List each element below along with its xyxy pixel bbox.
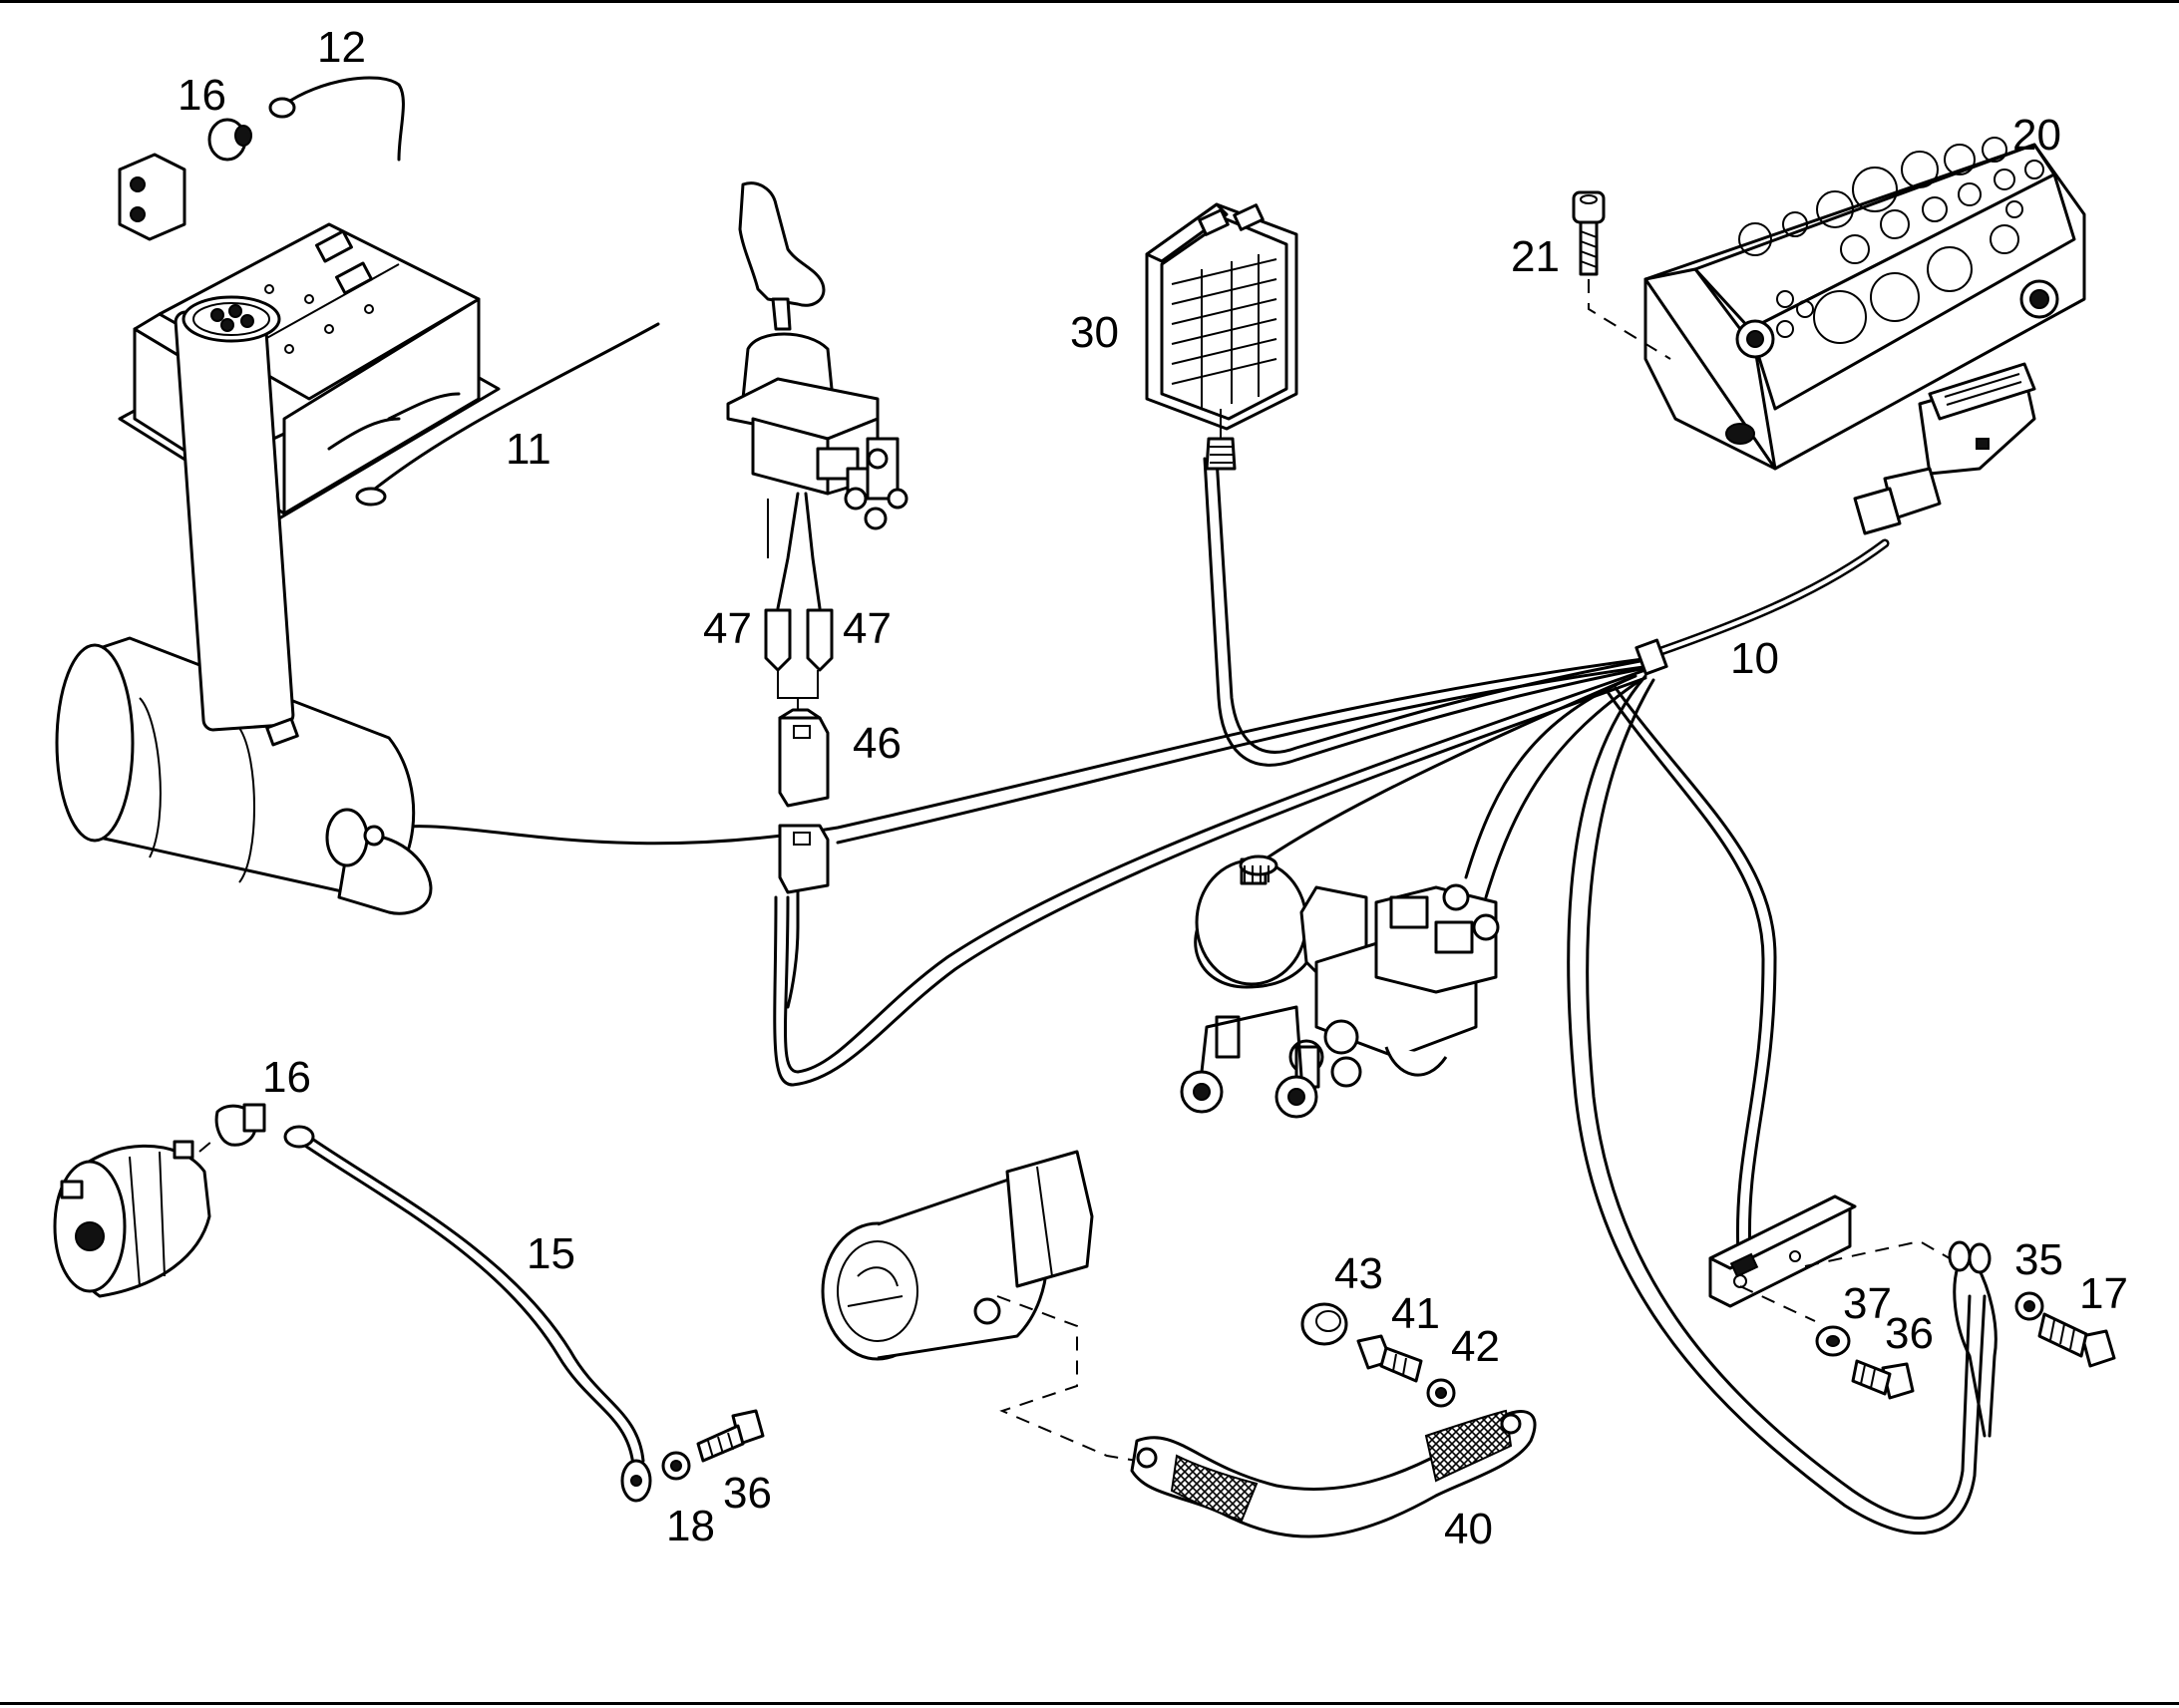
- alternator-terminal-cap: [198, 1103, 266, 1153]
- ground-bar: [1708, 1195, 1956, 1322]
- bolt-36a: [696, 1409, 765, 1463]
- callout-47: 47: [703, 604, 752, 653]
- callout-16: 16: [178, 71, 226, 120]
- bolt-41: [1356, 1334, 1423, 1383]
- flat-connector-47: [764, 608, 834, 718]
- callout-41: 41: [1391, 1289, 1440, 1338]
- starter-motor: [821, 1150, 1138, 1462]
- ground-strap-40: [1130, 1409, 1537, 1538]
- callout-40: 40: [1444, 1505, 1493, 1553]
- callout-17: 17: [2079, 1269, 2128, 1318]
- callout-37: 37: [1843, 1279, 1892, 1328]
- plug-housing-46: [778, 708, 830, 808]
- air-filter: [55, 295, 433, 915]
- callout-12: 12: [317, 23, 366, 72]
- callout-30: 30: [1070, 308, 1119, 357]
- bolt-17: [2037, 1312, 2116, 1368]
- callout-16: 16: [262, 1053, 311, 1102]
- bottom-border: [0, 1702, 2179, 1705]
- washer-42: [1426, 1378, 1456, 1408]
- callout-46: 46: [853, 719, 902, 768]
- alternator-cable-15: [283, 1125, 652, 1503]
- terminal-cap: [207, 118, 252, 162]
- battery-connector-block: [118, 153, 186, 241]
- callout-21: 21: [1511, 232, 1560, 281]
- washer-18: [661, 1451, 691, 1481]
- callout-labels: 12 16 11 47 47 46 30 21 20 10 16 15 18 3…: [178, 23, 2128, 1553]
- battery-pack: [118, 222, 501, 520]
- joystick-control-valve: [726, 181, 908, 610]
- battery-ground-cables-terminal: [1948, 1240, 1997, 1438]
- callout-15: 15: [527, 1229, 575, 1278]
- alternator: [53, 1140, 211, 1298]
- instrument-panel: [1572, 137, 2086, 535]
- callout-43: 43: [1334, 1249, 1383, 1298]
- washer-37: [1815, 1325, 1851, 1357]
- bolt-36b: [1851, 1359, 1915, 1400]
- callout-42: 42: [1451, 1322, 1500, 1371]
- main-wiring-harness: [392, 457, 1987, 1536]
- callout-47: 47: [843, 604, 892, 653]
- callout-36: 36: [723, 1469, 772, 1518]
- callout-36: 36: [1885, 1309, 1934, 1358]
- top-border: [0, 0, 2179, 3]
- battery-ground-cable: [355, 322, 660, 507]
- callout-20: 20: [2012, 111, 2061, 160]
- bush-43: [1300, 1302, 1348, 1346]
- washer-35: [2014, 1291, 2044, 1321]
- battery-cable-12: [268, 76, 405, 162]
- solenoid-valve-block: [1180, 854, 1500, 1119]
- callout-10: 10: [1730, 634, 1779, 683]
- fuse-relay-box: [1145, 202, 1298, 471]
- plug-socket-46: [778, 824, 830, 1009]
- callout-11: 11: [506, 425, 551, 474]
- callout-35: 35: [2014, 1235, 2063, 1284]
- callout-18: 18: [666, 1502, 715, 1550]
